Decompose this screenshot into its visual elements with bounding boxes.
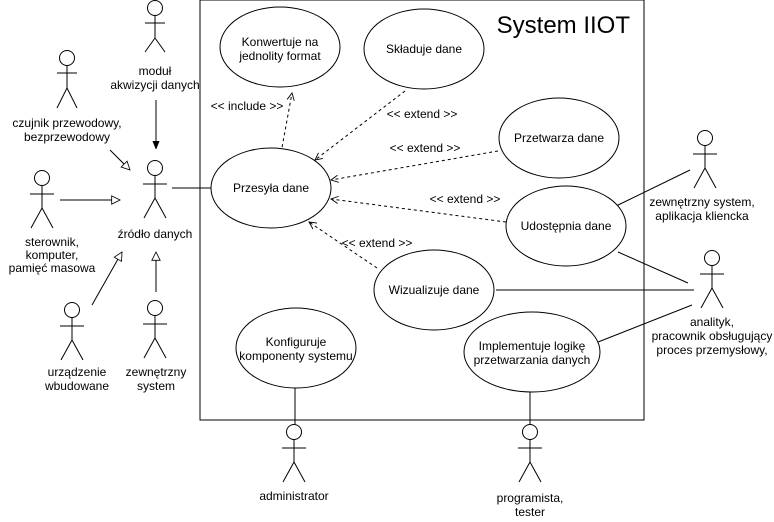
actor-czujnik[interactable] bbox=[56, 50, 78, 109]
label-include: << include >> bbox=[211, 99, 284, 113]
svg-text:zewnętrzny system,aplikacja kl: zewnętrzny system,aplikacja kliencka bbox=[649, 195, 754, 223]
uc-label: przetwarzania danych bbox=[474, 353, 591, 367]
extend-edge-wizualizuje bbox=[309, 222, 378, 269]
actor-label: pamięć masowa bbox=[9, 261, 96, 275]
actor-label: tester bbox=[515, 505, 545, 519]
uc-label: Konfiguruje bbox=[266, 335, 327, 349]
extend-edge-skladuje bbox=[315, 90, 406, 160]
actor-label: źródło danych bbox=[118, 227, 193, 241]
actor-label: sterownik, bbox=[25, 235, 79, 249]
extend-edge-przetwarza bbox=[331, 150, 499, 180]
svg-text:czujnik przewodowy,bezprzewodo: czujnik przewodowy,bezprzewodowy bbox=[12, 116, 121, 144]
actor-label: proces przemysłowy, bbox=[656, 343, 767, 357]
assoc-implementuje-analityk bbox=[592, 304, 693, 345]
use-case-skladuje[interactable]: Składuje dane bbox=[363, 8, 485, 90]
actor-administrator[interactable] bbox=[282, 424, 306, 483]
actor-zewnetrzny-app[interactable] bbox=[693, 130, 717, 189]
assoc-udostepnia-analityk bbox=[617, 251, 689, 284]
include-edge bbox=[280, 93, 292, 154]
actor-label: wbudowane bbox=[44, 379, 109, 393]
label-extend-wizualizuje: << extend >> bbox=[342, 236, 413, 250]
actor-label: akwizycji danych bbox=[110, 78, 199, 92]
connections bbox=[60, 90, 694, 424]
actor-label: analityk, bbox=[690, 315, 734, 329]
actor-label: czujnik przewodowy, bbox=[12, 116, 121, 130]
actor-programista[interactable] bbox=[518, 424, 542, 483]
uc-label: Przesyła dane bbox=[233, 181, 309, 195]
actor-label: system bbox=[137, 379, 175, 393]
actor-label: aplikacja kliencka bbox=[655, 209, 749, 223]
label-extend-udostepnia: << extend >> bbox=[430, 192, 501, 206]
system-title: System IIOT bbox=[497, 12, 631, 39]
actor-label: administrator bbox=[259, 489, 328, 503]
actor-zrodlo[interactable] bbox=[143, 160, 167, 219]
uc-label: Implementuje logikę bbox=[479, 339, 586, 353]
actor-urzadzenie[interactable] bbox=[60, 302, 84, 361]
uc-label: Udostępnia dane bbox=[521, 219, 612, 233]
actor-label: zewnętrzny bbox=[126, 365, 187, 379]
actor-label: urządzenie bbox=[48, 365, 107, 379]
gen-urzadzenie-zrodlo bbox=[91, 252, 122, 306]
uc-label: Przetwarza dane bbox=[514, 131, 604, 145]
gen-czujnik-zrodlo bbox=[109, 149, 130, 170]
use-case-wizualizuje[interactable]: Wizualizuje dane bbox=[373, 249, 495, 331]
actor-label: moduł bbox=[139, 64, 172, 78]
actor-label: komputer, bbox=[26, 248, 79, 262]
svg-text:programista,tester: programista,tester bbox=[497, 491, 564, 519]
uc-label: Składuje dane bbox=[386, 42, 462, 56]
use-case-przesyla[interactable]: Przesyła dane bbox=[210, 147, 332, 229]
use-case-przetwarza[interactable]: Przetwarza dane bbox=[498, 97, 620, 179]
actor-sterownik[interactable] bbox=[30, 170, 54, 229]
uc-label: jednolity format bbox=[238, 49, 321, 63]
actor-zewnetrzny-system[interactable] bbox=[143, 300, 167, 359]
label-extend-skladuje: << extend >> bbox=[387, 107, 458, 121]
label-extend-przetwarza: << extend >> bbox=[390, 141, 461, 155]
actor-label: zewnętrzny system, bbox=[649, 195, 754, 209]
uc-label: komponenty systemu bbox=[239, 349, 352, 363]
actor-label: pracownik obsługujący bbox=[652, 329, 773, 343]
uc-label: Wizualizuje dane bbox=[389, 283, 480, 297]
assoc-udostepnia-zewnapp bbox=[613, 169, 691, 208]
actor-modul[interactable] bbox=[144, 0, 166, 53]
svg-text:sterownik,komputer,pamięć maso: sterownik,komputer,pamięć masowa bbox=[9, 235, 96, 275]
actor-label: programista, bbox=[497, 491, 564, 505]
actor-label: bezprzewodowy bbox=[24, 130, 110, 144]
use-case-udostepnia[interactable]: Udostępnia dane bbox=[505, 185, 627, 267]
uc-label: Konwertuje na bbox=[242, 35, 319, 49]
actor-analityk[interactable] bbox=[700, 250, 724, 309]
